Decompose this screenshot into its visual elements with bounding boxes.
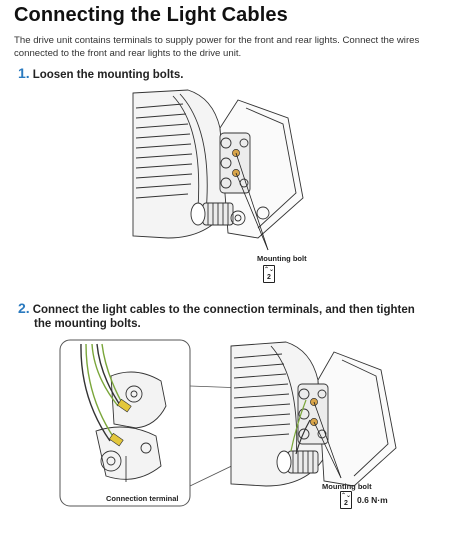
step-1: 1.Loosen the mounting bolts. [18,66,183,82]
intro-paragraph: The drive unit contains terminals to sup… [14,35,420,59]
page-title: Connecting the Light Cables [14,4,288,26]
step-1-text: Loosen the mounting bolts. [32,69,184,81]
fig2-hex-key-icon: ⌃⌄2 [340,491,352,509]
step-2: 2.Connect the light cables to the connec… [18,301,438,331]
connection-terminal-upper [116,398,132,413]
fig2-callout-connection-terminal: Connection terminal [106,494,179,503]
fig2-callout-mounting-bolt: Mounting bolt [322,482,372,491]
figure-1-drive-unit [132,89,304,251]
step-1-number: 1. [18,65,30,81]
fig1-hex-key-icon: ⌃⌄2 [263,265,275,283]
figure-2-connection [59,339,397,507]
step-2-number: 2. [18,300,30,316]
connection-terminal-lower [108,432,124,447]
step-2-text-line1: Connect the light cables to the connecti… [32,304,415,316]
fig2-torque-value: 0.6 N·m [357,495,388,505]
step-2-text-line2: the mounting bolts. [34,318,141,330]
fig1-callout-mounting-bolt: Mounting bolt [257,254,307,263]
